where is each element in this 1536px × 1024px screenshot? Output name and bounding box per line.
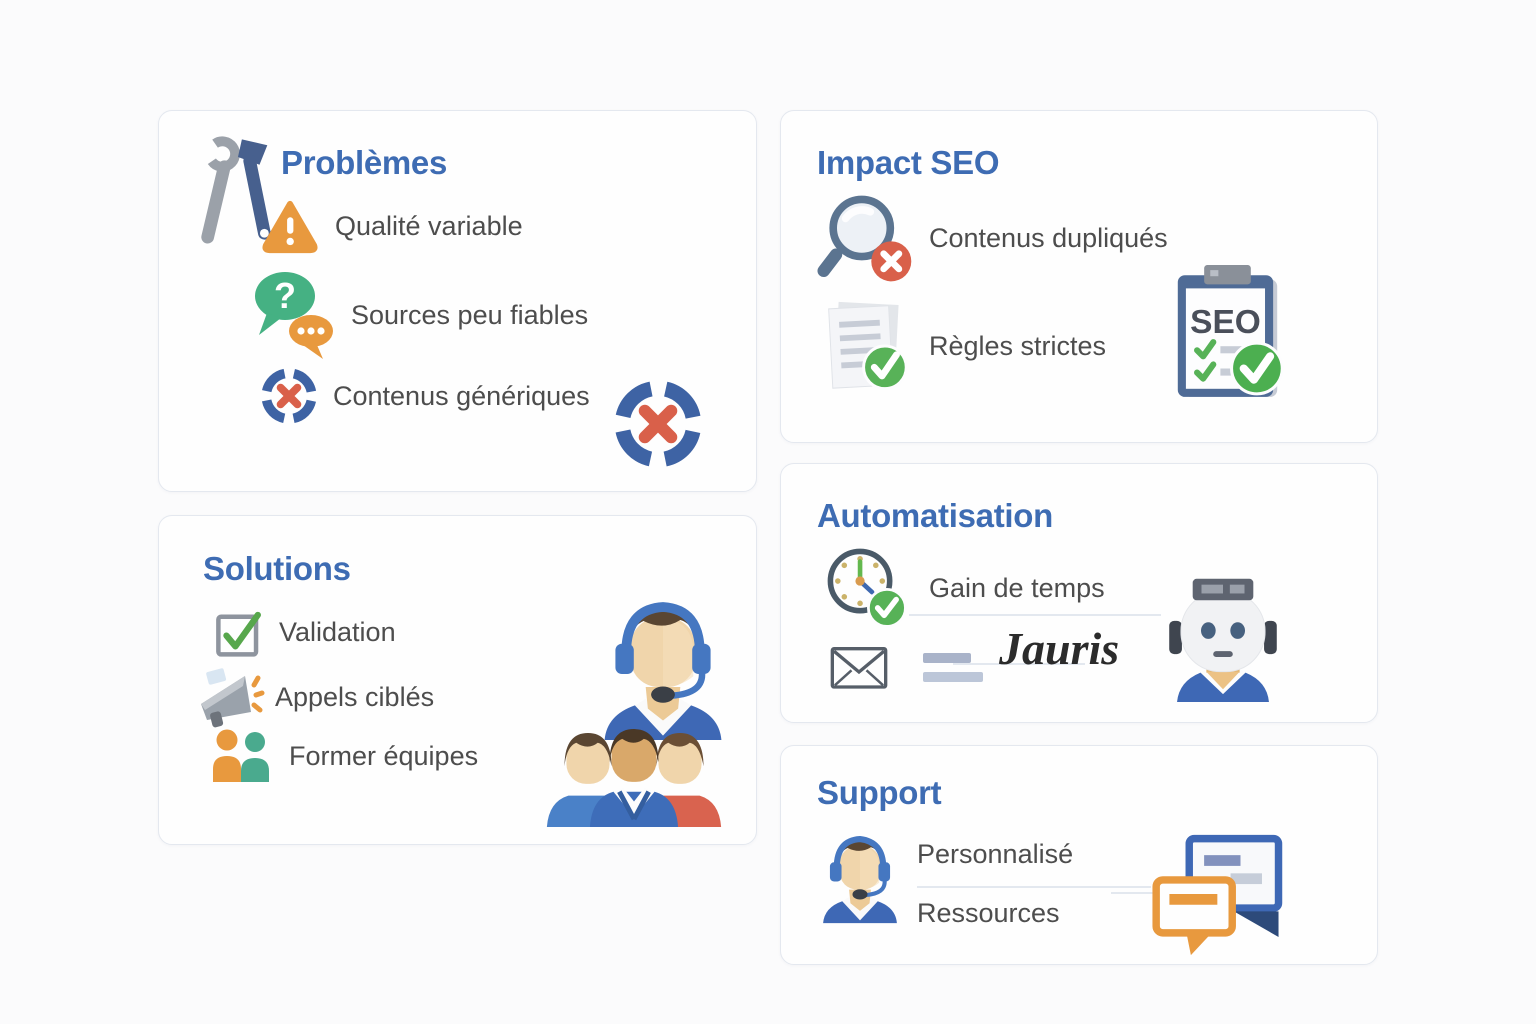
card-impact-seo: Impact SEO Contenus dupliqués	[780, 110, 1378, 443]
list-item: ? Sources peu fiables	[247, 269, 588, 361]
item-label: Former équipes	[289, 740, 479, 771]
list-item: Appels ciblés	[197, 664, 434, 730]
item-label: Ressources	[917, 898, 1060, 928]
team-group-icon	[541, 728, 727, 828]
wrench-tools-icon	[193, 135, 281, 263]
page-title-support: Support	[817, 774, 942, 811]
card-automatisation: Automatisation Gain de temps	[780, 463, 1378, 723]
question-bubbles-icon: ?	[247, 269, 343, 361]
person-center	[589, 729, 679, 827]
list-item: Règles strictes	[821, 297, 1106, 395]
text-lines-icon	[923, 652, 983, 682]
error-lifebuoy-icon	[259, 366, 319, 426]
brand-name: Jauris	[999, 623, 1120, 674]
list-item	[829, 642, 983, 692]
error-lifebuoy-icon-large	[611, 377, 705, 471]
list-item: Gain de temps	[823, 544, 1105, 632]
divider	[917, 886, 1151, 888]
list-item: Contenus dupliqués	[817, 187, 1168, 289]
list-item: Qualité variable	[261, 197, 523, 255]
list-item: Contenus génériques	[259, 366, 590, 426]
document-check-icon	[821, 297, 913, 395]
card-support: Support Personnalisé Ressources	[780, 745, 1378, 965]
item-label: Appels ciblés	[275, 681, 435, 712]
item-label: Règles strictes	[929, 330, 1107, 361]
item-label: Sources peu fiables	[351, 299, 589, 330]
megaphone-icon	[197, 664, 265, 730]
list-item: Validation	[213, 606, 396, 658]
page-title-impact-seo: Impact SEO	[817, 144, 1000, 181]
seo-label: SEO	[1190, 304, 1261, 341]
page-title-automatisation: Automatisation	[817, 497, 1053, 534]
page-title-solutions: Solutions	[203, 550, 351, 587]
divider	[953, 663, 1085, 665]
item-label: Qualité variable	[335, 210, 523, 241]
svg-text:?: ?	[274, 275, 296, 316]
item-label: Gain de temps	[929, 572, 1105, 603]
item-label: Personnalisé	[917, 839, 1074, 869]
warning-triangle-icon	[261, 197, 319, 255]
list-item: Former équipes	[211, 728, 478, 784]
card-problemes: Problèmes Qualité variable ?	[158, 110, 757, 492]
item-label: Validation	[279, 616, 396, 647]
item-label: Contenus dupliqués	[929, 222, 1168, 253]
robot-icon	[1167, 570, 1279, 702]
envelope-icon	[829, 642, 889, 692]
card-solutions: Solutions Validation	[158, 515, 757, 845]
support-agent-icon	[819, 816, 901, 938]
seo-clipboard-icon: SEO	[1169, 261, 1287, 403]
search-error-icon	[817, 187, 917, 289]
page-title-problemes: Problèmes	[281, 144, 448, 181]
monitor-chat-icon	[1143, 832, 1295, 956]
support-agent-icon	[597, 594, 729, 740]
team-pair-icon	[211, 728, 273, 784]
checkbox-check-icon	[213, 606, 265, 658]
divider	[1111, 892, 1155, 894]
item-label: Contenus génériques	[333, 380, 590, 411]
clock-check-icon	[823, 544, 911, 632]
divider	[909, 614, 1161, 616]
